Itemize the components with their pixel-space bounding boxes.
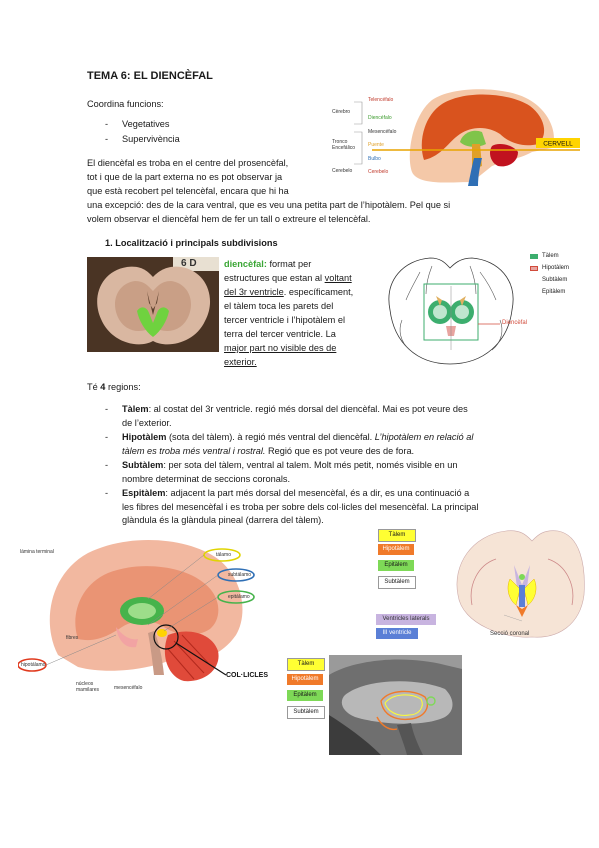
regions-heading-post: regions: (105, 382, 141, 392)
desc-line-2: estructures que estan al voltant (224, 271, 352, 286)
list-item: - (105, 134, 109, 144)
brain-coronal-photo: 6 D (87, 257, 219, 352)
colliculi-label: COL·LICLES (226, 672, 268, 679)
desc-text: format per (266, 259, 312, 269)
section-heading: 1. Localització i principals subdivision… (105, 238, 278, 248)
region-text: de l’exterior. (122, 417, 172, 428)
legend-epitalem: Epitàlem (542, 289, 566, 295)
fig4-label-fibres: fibres (66, 635, 79, 641)
desc-underlined: del 3r ventricle (224, 287, 284, 297)
fig4-label-mamilares: núcleos mamilares (76, 681, 100, 693)
diencephalon-sagittal-illustration (18, 540, 255, 682)
region-text: glàndula és la glàndula pineal (darrera … (122, 515, 324, 525)
region-text: : per sota del tàlem, ventral al talem. … (163, 460, 458, 470)
region-text: à regió més ventral del diencèfal. (237, 432, 375, 442)
cervell-label: CERVELL (543, 141, 573, 148)
fig1-label-tronco: Tronco Encefálico (332, 139, 356, 151)
intro-para-line: que està recobert pel telencèfal, encara… (87, 186, 289, 196)
page-title: TEMA 6: EL DIENCÈFAL (87, 70, 213, 82)
desc-line-6: terra del tercer ventricle. La (224, 329, 336, 339)
fig6-chip-subtalem: Subtàlem (287, 706, 325, 719)
fig6-chip-talem: Tàlem (287, 658, 325, 671)
brain-diencephalon-sagittal-figure: lámina terminal tálamo subtálamo epitála… (18, 535, 280, 711)
fig4-label-mesencefalo: mesencéfalo (114, 685, 143, 691)
intro-para-line: tot i que de la part externa no es pot o… (87, 172, 283, 182)
fig6-chip-epitalem: Epitàlem (287, 690, 323, 701)
fig5-chip-iii-ventricle: III ventricle (376, 628, 418, 639)
region-name: Hipotàlem (122, 432, 167, 442)
photo-label: 6 D (181, 258, 197, 269)
desc-line-8: exterior. (224, 357, 257, 367)
fig4-label-subtalamo: subtálamo (228, 572, 252, 578)
brain-sagittal-figure: CERVELL Cèrebro Tronco Encefálico Cerebe… (332, 86, 580, 188)
desc-underlined: voltant (324, 273, 352, 283)
desc-line-4: el tàlem toca les parets del (224, 301, 334, 311)
region-name: Subtàlem (122, 460, 164, 470)
intro-para-line: El diencèfal es troba en el centre del p… (87, 158, 289, 168)
fig4-label-hipotalamo: hipotálamo (21, 662, 46, 668)
fig4-label-lamina: lámina terminal (20, 549, 54, 555)
list-item-label: Supervivència (122, 134, 180, 144)
desc-line-1: diencèfal: format per (224, 257, 311, 272)
region-text: (sota del tàlem). (166, 432, 238, 442)
mri-sagittal-illustration (329, 655, 462, 755)
diencefal-label: Diencèfal (502, 320, 528, 326)
diencefal-term: diencèfal: (224, 259, 267, 269)
coronal-diagram-figure: Diencèfal Tàlem Hipotàlem Subtàlem Epità… (380, 250, 585, 370)
mri-sagittal-figure: Tàlem Hipotàlem Epitàlem Subtàlem (285, 655, 462, 755)
fig1-label-cerebelo-mid: Cerebelo (368, 169, 389, 175)
desc-line-5: tercer ventricle i l’hipotàlem el (224, 315, 346, 325)
intro-para-line: una excepció: des de la cara ventral, qu… (87, 200, 451, 210)
legend-hipotalem: Hipotàlem (542, 265, 570, 271)
region-text: les fibres del mesencèfal i es troba per… (122, 501, 479, 512)
desc-text: estructures que estan al (224, 273, 323, 283)
fig1-label-cerebelo: Cerebelo (332, 168, 353, 174)
intro-para-line: volem observar el diencèfal hem de fer u… (87, 214, 371, 224)
desc-text: . específicament, (283, 287, 354, 297)
brain-sagittal-illustration: CERVELL (354, 89, 580, 186)
region-text-italic: tàlem es troba més ventral i rostral. (122, 445, 266, 456)
desc-line-3: del 3r ventricle. específicament, (224, 285, 353, 300)
region-text-italic: L’hipotàlem en relació al (374, 432, 474, 442)
regions-count: 4 (100, 382, 106, 392)
fig4-label-epitalamo: epitálamo (228, 594, 250, 600)
fig4-label-talamo: tálamo (216, 552, 232, 558)
list-item: - (105, 119, 109, 129)
fig1-label-mesencefalo: Mesencéfalo (368, 129, 397, 135)
fig1-label-puente: Puente (368, 142, 384, 148)
region-text: : adjacent la part més dorsal del mesenc… (165, 488, 470, 498)
list-item-label: Vegetatives (122, 119, 170, 129)
legend-swatch (530, 254, 540, 259)
legend-talem: Tàlem (542, 253, 559, 259)
brain-photo-illustration (87, 257, 219, 352)
fig5-chip-epitalem: Epitàlem (378, 560, 414, 571)
legend-subtalem: Subtàlem (542, 277, 568, 283)
desc-line-7: major part no visible des de (224, 343, 337, 353)
fig1-label-cerebro: Cèrebro (332, 109, 351, 115)
region-text: Regió que es pot veure des de fora. (265, 445, 415, 456)
region-text: : al costat del 3r ventricle. regió més … (148, 404, 468, 414)
coronal-section-illustration (456, 530, 585, 638)
coordina-label: Coordina funcions: (87, 99, 164, 109)
fig1-label-telencefalo: Telencéfalo (368, 97, 394, 103)
fig5-chip-subtalem: Subtàlem (378, 576, 416, 589)
fig1-label-bulbo: Bulbo (368, 156, 381, 162)
region-text: nombre determinat de seccions coronals. (122, 473, 291, 484)
fig5-caption: Secció coronal (490, 631, 530, 637)
region-name: Espitàlem (122, 488, 166, 498)
fig5-chip-ventricles-laterals: Ventricles laterals (376, 614, 436, 625)
fig5-chip-hipotalem: Hipotàlem (378, 544, 414, 555)
regions-heading-pre: Té (87, 382, 101, 392)
coronal-section-figure: Tàlem Hipotàlem Epitàlem Subtàlem Ventri… (372, 525, 586, 643)
region-name: Tàlem (122, 404, 149, 414)
legend-swatch (530, 266, 540, 271)
coronal-line-drawing (388, 257, 514, 365)
regions-heading: Té 4 regions: (87, 380, 141, 395)
fig1-label-diencefalo: Diencéfalo (368, 115, 392, 121)
fig6-chip-hipotalem: Hipotàlem (287, 674, 323, 685)
fig5-chip-talem: Tàlem (378, 529, 416, 542)
